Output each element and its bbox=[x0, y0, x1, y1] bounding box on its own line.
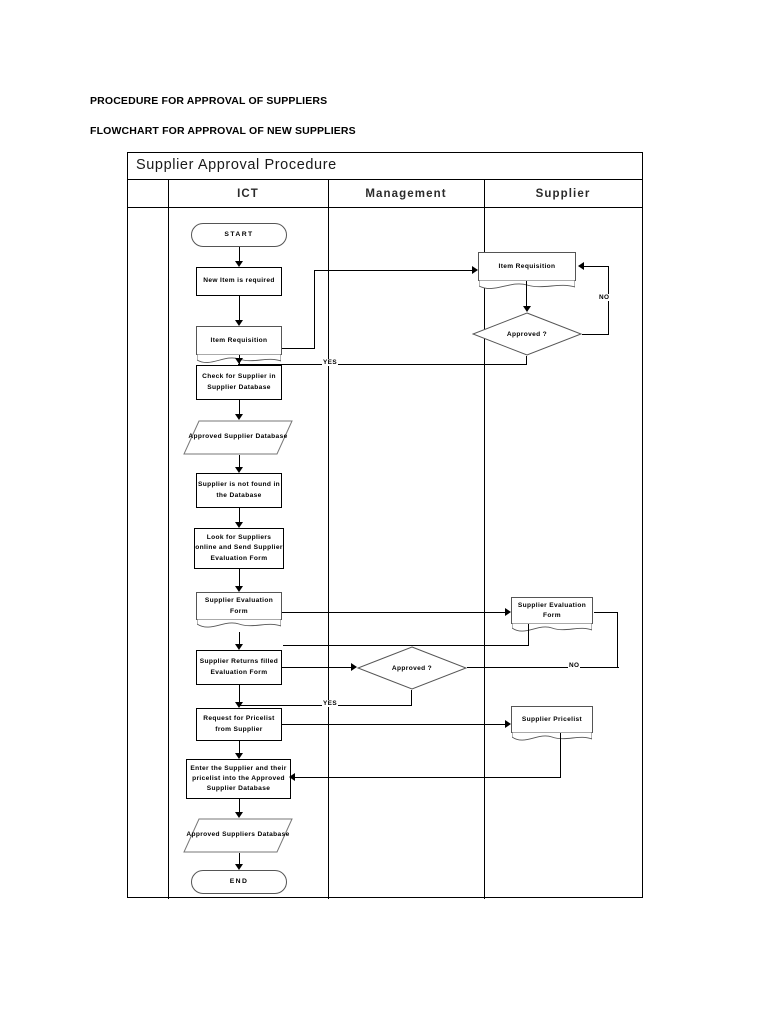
node-start[interactable]: START bbox=[191, 223, 287, 247]
edge-yes1-down bbox=[526, 356, 528, 365]
edge-to-returns-form bbox=[238, 632, 240, 647]
swimlane-diagram: Supplier Approval Procedure ICT Manageme… bbox=[127, 152, 643, 899]
arrowhead-approved1 bbox=[522, 306, 531, 312]
node-approved-decision-2[interactable]: Approved ? bbox=[356, 646, 468, 690]
edge-no2-back bbox=[594, 612, 618, 614]
node-supplier-pricelist-label: Supplier Pricelist bbox=[521, 715, 583, 723]
lane-header-management: Management bbox=[365, 187, 447, 200]
node-request-for-pricelist[interactable]: Request for Pricelist from Supplier bbox=[196, 708, 282, 741]
edge-approveddbs-to-end bbox=[238, 853, 240, 867]
document-wave-icon bbox=[512, 623, 592, 632]
data-shape-icon bbox=[183, 818, 293, 853]
node-item-requisition-ict-label: Item Requisition bbox=[210, 336, 268, 344]
edge-lookonline-to-evalform bbox=[238, 569, 240, 589]
diagram-canvas: START New Item is required Item Requisit… bbox=[128, 153, 642, 897]
edge-to-enter-supplier bbox=[238, 741, 240, 756]
edge-label-yes-2: YES bbox=[322, 700, 338, 707]
lane-header-ict: ICT bbox=[237, 187, 259, 200]
node-supplier-not-found[interactable]: Supplier is not found in the Database bbox=[196, 473, 282, 508]
arrowhead-check-supplier bbox=[235, 358, 243, 364]
lane-header-row: ICT Management Supplier bbox=[128, 180, 642, 208]
edge-evalform-supplier-down bbox=[528, 624, 530, 646]
arrowhead-itemreq-mgmt bbox=[472, 266, 478, 274]
lane-header-supplier: Supplier bbox=[535, 187, 591, 200]
arrowhead-approved2 bbox=[351, 663, 357, 671]
node-new-item-required[interactable]: New Item is required bbox=[196, 267, 282, 296]
arrowhead-supplier-pricelist bbox=[505, 720, 511, 728]
arrowhead-look-online bbox=[235, 522, 243, 528]
document-wave-icon bbox=[512, 732, 592, 741]
arrowhead-not-found bbox=[235, 467, 243, 473]
node-enter-supplier-pricelist[interactable]: Enter the Supplier and their pricelist i… bbox=[186, 759, 291, 799]
arrowhead-eval-form-ict bbox=[235, 586, 243, 592]
edge-label-no-1: NO bbox=[598, 294, 611, 301]
edge-itemreq-up bbox=[314, 270, 316, 349]
lane-divider-ict bbox=[328, 180, 329, 899]
node-item-requisition-management-label: Item Requisition bbox=[498, 262, 556, 270]
node-check-supplier-database[interactable]: Check for Supplier in Supplier Database bbox=[196, 365, 282, 400]
edge-itemreq-to-mgmt bbox=[314, 270, 474, 272]
lane-divider-management bbox=[484, 180, 485, 899]
node-end[interactable]: END bbox=[191, 870, 287, 894]
lane-divider-spacer bbox=[168, 180, 169, 899]
node-supplier-pricelist[interactable]: Supplier Pricelist bbox=[511, 706, 593, 741]
node-item-requisition-management[interactable]: Item Requisition bbox=[478, 252, 576, 289]
node-item-requisition-ict[interactable]: Item Requisition bbox=[196, 326, 282, 363]
edge-itemreq-right bbox=[282, 348, 315, 350]
arrowhead-pricelist-to-enter bbox=[289, 773, 295, 781]
node-supplier-evaluation-form-supplier-label: Supplier Evaluation Form bbox=[517, 601, 587, 619]
node-approved-supplier-database-label: Approved Supplier Database bbox=[188, 433, 288, 441]
edge-notfound-to-lookonline bbox=[238, 508, 240, 525]
node-approved-decision-1-label: Approved ? bbox=[506, 330, 548, 338]
edge-no2-up bbox=[617, 612, 619, 668]
document-wave-icon bbox=[197, 619, 281, 628]
node-supplier-evaluation-form-supplier[interactable]: Supplier Evaluation Form bbox=[511, 597, 593, 632]
edge-no1-back bbox=[584, 266, 609, 268]
node-approved-decision-2-label: Approved ? bbox=[391, 664, 433, 672]
edge-yes1-left bbox=[238, 364, 527, 366]
edge-label-no-2: NO bbox=[568, 662, 581, 669]
arrowhead-returns-form bbox=[235, 644, 243, 650]
decision-shape-icon bbox=[356, 646, 468, 690]
node-approved-decision-1[interactable]: Approved ? bbox=[471, 312, 583, 356]
node-supplier-evaluation-form-ict-label: Supplier Evaluation Form bbox=[204, 597, 274, 615]
diagram-title: Supplier Approval Procedure bbox=[136, 157, 337, 173]
arrowhead-approved-dbs bbox=[235, 812, 243, 818]
edge-newitem-to-itemreq bbox=[238, 296, 240, 322]
node-supplier-evaluation-form-ict[interactable]: Supplier Evaluation Form bbox=[196, 592, 282, 628]
decision-shape-icon bbox=[471, 312, 583, 356]
edge-pricelist-left bbox=[295, 777, 561, 779]
node-approved-suppliers-database-label: Approved Suppliers Database bbox=[186, 831, 290, 839]
edge-label-yes-1: YES bbox=[322, 359, 338, 366]
edge-approveddb-to-notfound bbox=[238, 455, 240, 470]
node-approved-supplier-database[interactable]: Approved Supplier Database bbox=[183, 420, 293, 455]
edge-evalform-ict-to-supplier bbox=[282, 612, 507, 614]
edge-no1-right bbox=[582, 333, 609, 335]
edge-no2-right bbox=[467, 667, 619, 669]
node-supplier-returns-filled-form[interactable]: Supplier Returns filled Evaluation Form bbox=[196, 650, 282, 685]
node-look-for-suppliers-online[interactable]: Look for Suppliers online and Send Suppl… bbox=[194, 528, 284, 569]
edge-start-to-newitem bbox=[238, 247, 240, 263]
data-shape-icon bbox=[183, 420, 293, 455]
edge-yes2-stub bbox=[411, 690, 413, 706]
edge-itemreq-mgmt-to-approved1 bbox=[526, 281, 528, 309]
edge-evalform-supplier-left bbox=[283, 645, 529, 647]
arrowhead-eval-form-supplier bbox=[505, 608, 511, 616]
arrowhead-itemreq-ict bbox=[235, 320, 243, 326]
page-subtitle: FLOWCHART FOR APPROVAL OF NEW SUPPLIERS bbox=[90, 125, 356, 137]
edge-enter-to-approveddbs bbox=[238, 799, 240, 815]
page-title: PROCEDURE FOR APPROVAL OF SUPPLIERS bbox=[90, 95, 328, 107]
edge-request-to-pricelist-doc bbox=[282, 724, 507, 726]
arrowhead-end bbox=[235, 864, 243, 870]
arrowhead-no1-itemreq bbox=[578, 262, 584, 270]
edge-pricelist-down bbox=[560, 733, 562, 778]
edge-returns-to-approved2 bbox=[282, 667, 353, 669]
edge-check-to-approveddb bbox=[238, 400, 240, 417]
diagram-title-row: Supplier Approval Procedure bbox=[128, 153, 642, 180]
arrowhead-approved-db bbox=[235, 414, 243, 420]
arrowhead-newitem bbox=[235, 261, 243, 267]
node-approved-suppliers-database[interactable]: Approved Suppliers Database bbox=[183, 818, 293, 853]
edge-yes2-down bbox=[238, 685, 240, 706]
arrowhead-enter-supplier bbox=[235, 753, 243, 759]
